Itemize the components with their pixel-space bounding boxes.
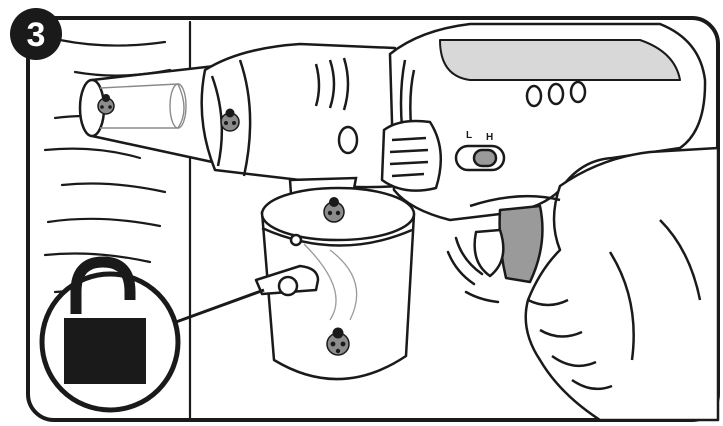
callout-line xyxy=(175,288,265,324)
step-number: 3 xyxy=(27,16,46,54)
tool-body xyxy=(380,22,707,222)
switch-low-label: L xyxy=(466,130,472,141)
ladybug-icon xyxy=(323,197,345,223)
click-motion-lines xyxy=(446,236,500,304)
switch-high-label: H xyxy=(486,132,493,143)
ladybug-icon xyxy=(220,108,240,132)
hand xyxy=(469,146,720,422)
step-badge: 3 xyxy=(10,8,62,60)
unlock-icon xyxy=(39,256,181,413)
ladybug-icon xyxy=(97,94,115,115)
trigger xyxy=(473,204,544,284)
ladybug-icon xyxy=(326,327,350,356)
